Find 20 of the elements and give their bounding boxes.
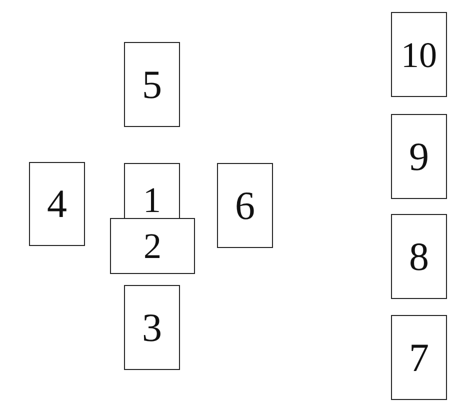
- card-number: 10: [401, 36, 437, 72]
- card-box: [391, 315, 447, 400]
- card-box: [124, 163, 180, 218]
- card-number: 7: [409, 338, 429, 378]
- card-number: 1: [143, 182, 161, 218]
- card-number: 5: [142, 64, 162, 104]
- card-number: 2: [144, 228, 162, 264]
- card-box: [124, 42, 180, 127]
- card-box: [29, 162, 85, 246]
- card-box: [124, 285, 180, 370]
- card-number: 6: [235, 186, 255, 226]
- card-number: 8: [409, 236, 429, 276]
- card-number: 9: [409, 136, 429, 176]
- card-box: [391, 12, 447, 97]
- card-box: [217, 163, 273, 248]
- card-box: [391, 114, 447, 199]
- card-number: 3: [142, 308, 162, 348]
- card-box: [110, 218, 195, 274]
- card-box: [391, 214, 447, 299]
- card-number: 4: [47, 184, 67, 224]
